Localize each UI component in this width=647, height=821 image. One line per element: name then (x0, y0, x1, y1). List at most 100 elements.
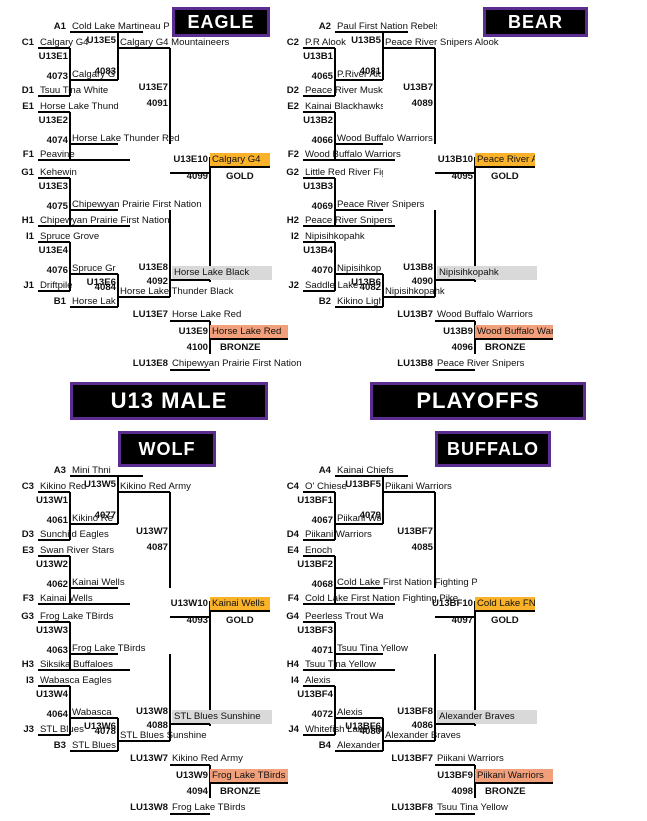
game-connector (169, 654, 171, 741)
bronze-highlight (475, 325, 553, 339)
game-code: U13BF7 (397, 526, 433, 537)
game-code: U13BF10 (431, 598, 473, 609)
team-line (435, 369, 475, 371)
team-line (435, 813, 475, 815)
final-line (210, 338, 288, 340)
final-winner: Kainai Wells (212, 598, 265, 609)
game-winner: Tsuu Tina Yellow (337, 643, 408, 654)
game-number: 4080 (359, 726, 381, 737)
team-name: Horse Lak (72, 296, 116, 307)
seed-label: I3 (25, 675, 34, 686)
team-name: Kainai Wells (40, 593, 93, 604)
seed-label: C1 (21, 37, 34, 48)
team-name: Kikino Red (40, 481, 87, 492)
game-winner: Calgary G4 Mountaineers (120, 37, 230, 48)
game-number: 4069 (311, 201, 333, 212)
loser-team: Wood Buffalo Warriors (437, 309, 533, 320)
medal-label: BRONZE (485, 786, 526, 797)
winner-line (335, 79, 383, 81)
winner-line (435, 279, 475, 281)
game-connector (382, 476, 384, 524)
game-connector (209, 157, 211, 282)
final-line (210, 782, 288, 784)
game-number: 4088 (146, 720, 168, 731)
team-line (435, 320, 475, 322)
loser-team: Chipewyan Prairie First Nation (172, 358, 302, 369)
game-code: U13E4 (38, 245, 68, 256)
game-winner: Frog Lake TBirds (72, 643, 146, 654)
team-line (303, 669, 395, 671)
game-connector (69, 492, 71, 540)
runner-up: Alexander Braves (439, 711, 515, 722)
winner-line (118, 491, 170, 493)
gold-highlight (210, 597, 270, 611)
seed-label: H4 (286, 659, 299, 670)
team-name: Wood Buffalo Warriors (305, 149, 401, 160)
loser-code: LU13BF8 (391, 802, 433, 813)
winner-line (70, 717, 118, 719)
seed-label: G1 (21, 167, 34, 178)
team-line (38, 241, 70, 243)
game-number: 4090 (411, 276, 433, 287)
game-code: U13W5 (84, 479, 116, 490)
bronze-winner: Horse Lake Red (212, 326, 282, 337)
game-code: U13E1 (38, 51, 68, 62)
game-connector (434, 48, 436, 144)
seed-label: A3 (53, 465, 66, 476)
game-number: 4063 (46, 645, 68, 656)
team-name: Chipewyan Prairie First Nation (40, 215, 170, 226)
game-number: 4098 (451, 786, 473, 797)
team-line (38, 225, 130, 227)
winner-line (70, 273, 118, 275)
winner-line (335, 587, 383, 589)
winner-line (170, 616, 210, 618)
winner-line (335, 273, 383, 275)
runner-up: STL Blues Sunshine (174, 711, 261, 722)
winner-line (335, 653, 383, 655)
game-number: 4095 (451, 171, 473, 182)
team-name: Nipisihkopahk (305, 231, 365, 242)
game-code: U13W3 (36, 625, 68, 636)
winner-line (335, 717, 383, 719)
game-number: 4079 (359, 510, 381, 521)
game-connector (334, 622, 336, 670)
seed-label: J2 (288, 280, 299, 291)
game-code: U13E5 (86, 35, 116, 46)
game-connector (334, 556, 336, 604)
game-code: U13W9 (176, 770, 208, 781)
seed-label: D2 (286, 85, 299, 96)
game-number: 4082 (359, 282, 381, 293)
team-line (335, 750, 383, 752)
final-line (210, 610, 270, 612)
team-line (38, 669, 130, 671)
final-line (475, 338, 553, 340)
game-code: U13W8 (136, 706, 168, 717)
team-name: Spruce Grove (40, 231, 100, 242)
team-name: Siksika Buffaloes (40, 659, 113, 670)
team-name: Whitefish Lake Ha (305, 724, 383, 735)
winner-line (435, 172, 475, 174)
team-line (303, 290, 335, 292)
game-winner: Wood Buffalo Warriors (337, 133, 433, 144)
final-winner: Peace River Alook (477, 154, 535, 165)
game-winner: Calgary G (72, 69, 116, 80)
gold-highlight (210, 153, 270, 167)
game-connector (69, 112, 71, 160)
game-connector (69, 686, 71, 735)
winner-line (383, 740, 435, 742)
winner-line (70, 523, 118, 525)
game-code: U13W1 (36, 495, 68, 506)
game-number: 4062 (46, 579, 68, 590)
game-number: 4081 (359, 66, 381, 77)
seed-label: B1 (53, 296, 66, 307)
medal-label: BRONZE (485, 342, 526, 353)
team-line (303, 241, 335, 243)
winner-line (435, 723, 475, 725)
team-name: Wabasca Eagles (40, 675, 112, 686)
team-name: Saddle Lake (305, 280, 359, 291)
team-line (335, 475, 408, 477)
game-number: 4092 (146, 276, 168, 287)
game-code: U13E10 (173, 154, 208, 165)
team-line (38, 734, 70, 736)
